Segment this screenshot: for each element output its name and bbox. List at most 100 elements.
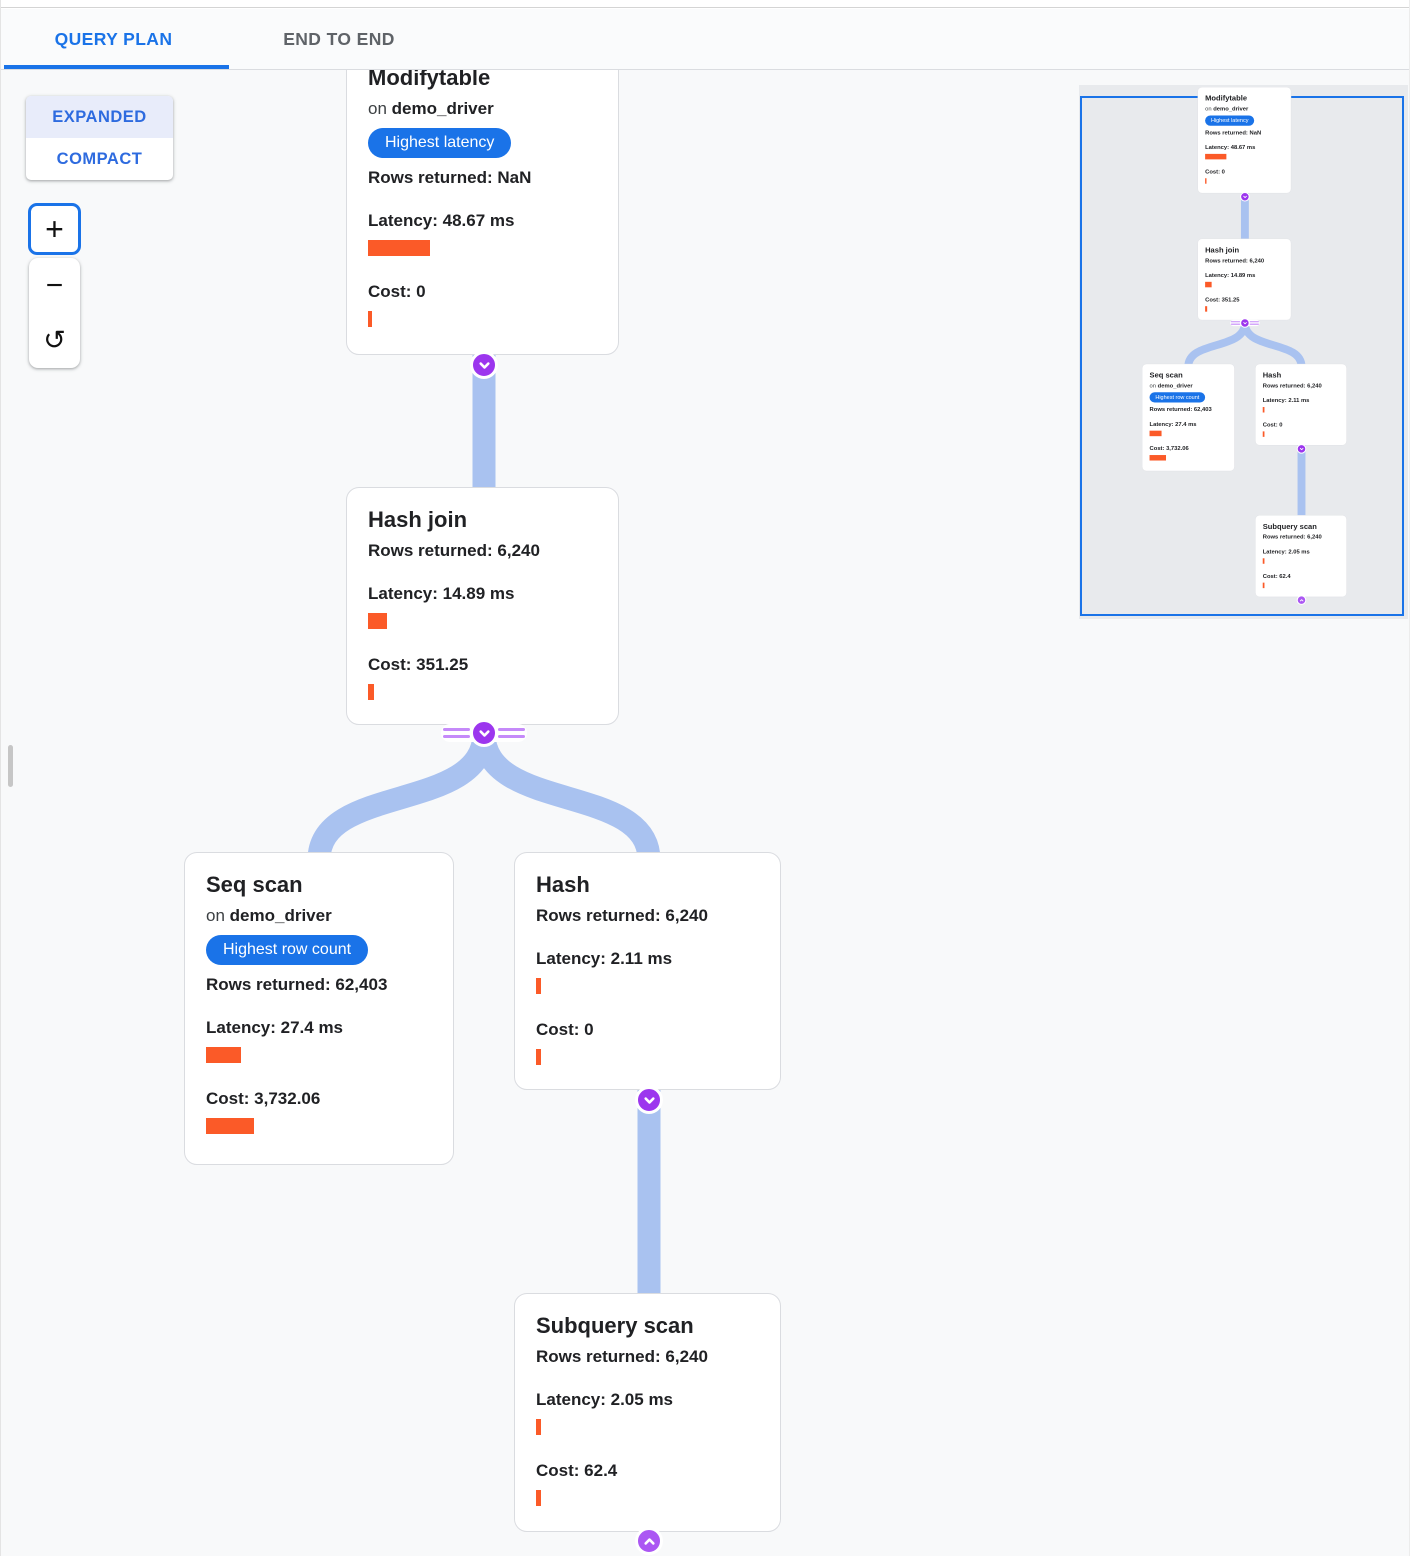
node-rows-returned: Rows returned: 6,240	[1262, 533, 1322, 541]
node-badge: Highest row count	[1149, 392, 1206, 403]
main-diagram-area: Modifytable on demo_driver Highest laten…	[184, 70, 784, 1556]
latency-bar	[1205, 153, 1227, 160]
edge-hashjoin-hash	[472, 731, 661, 862]
minimap-diagram: Modifytable on demo_driver Highest laten…	[1142, 87, 1409, 1556]
node-badge: Highest row count	[206, 935, 369, 965]
node-cost: Cost: 351.25	[368, 655, 469, 674]
collapse-node-button[interactable]	[1240, 318, 1250, 328]
chevron-down-icon	[1243, 321, 1247, 325]
node-latency: Latency: 14.89 ms	[368, 584, 515, 603]
node-rows-returned: Rows returned: 6,240	[368, 541, 540, 560]
node-title: Hash	[536, 872, 590, 897]
plan-node-hash-join[interactable]: Hash join Rows returned: 6,240 Latency: …	[346, 487, 619, 725]
node-cost: Cost: 0	[1205, 168, 1225, 175]
node-latency: Latency: 2.11 ms	[1262, 397, 1310, 404]
left-scrollbar-thumb[interactable]	[8, 745, 13, 787]
latency-bar	[1262, 407, 1265, 413]
view-mode-expanded[interactable]: EXPANDED	[26, 96, 173, 138]
cost-bar	[1262, 431, 1265, 437]
node-latency: Latency: 2.05 ms	[536, 1390, 674, 1409]
node-latency: Latency: 2.11 ms	[536, 949, 673, 968]
plan-node-subquery-scan[interactable]: Subquery scan Rows returned: 6,240 Laten…	[1255, 515, 1347, 598]
collapse-node-button[interactable]	[635, 1086, 663, 1114]
tab-bar: QUERY PLAN END TO END	[1, 9, 1409, 70]
latency-bar	[368, 240, 430, 256]
collapse-node-button[interactable]	[1296, 595, 1307, 605]
node-title: Hash	[1262, 370, 1282, 380]
zoom-in-button[interactable]: +	[28, 203, 81, 255]
plan-node-subquery-scan[interactable]: Subquery scan Rows returned: 6,240 Laten…	[514, 1293, 781, 1532]
plan-node-modifytable[interactable]: Modifytable on demo_driver Highest laten…	[1197, 87, 1292, 194]
cost-bar	[1262, 582, 1265, 589]
chevron-down-icon	[478, 361, 490, 369]
node-title: Seq scan	[206, 872, 303, 897]
cost-bar	[1149, 455, 1167, 461]
node-cost: Cost: 62.4	[1262, 572, 1291, 580]
latency-bar	[206, 1047, 241, 1063]
plan-edges	[307, 343, 661, 1303]
chevron-down-icon	[1299, 447, 1304, 450]
node-title: Hash join	[368, 507, 468, 532]
tab-query-plan[interactable]: QUERY PLAN	[54, 29, 173, 49]
collapse-node-button[interactable]	[635, 1527, 663, 1555]
node-cost: Cost: 0	[536, 1020, 594, 1039]
collapse-node-button[interactable]	[470, 719, 498, 747]
plan-node-hash-join[interactable]: Hash join Rows returned: 6,240 Latency: …	[1197, 238, 1292, 321]
tab-end-to-end[interactable]: END TO END	[283, 29, 395, 49]
node-rows-returned: Rows returned: NaN	[1205, 129, 1262, 136]
view-mode-toggle: EXPANDED COMPACT	[26, 96, 173, 180]
chevron-down-icon	[478, 729, 490, 737]
chevron-up-icon	[643, 1537, 655, 1545]
latency-bar	[536, 978, 541, 994]
cost-bar	[536, 1490, 541, 1506]
chevron-down-icon	[1243, 195, 1247, 198]
query-plan-diagram: Modifytable on demo_driver Highest laten…	[1142, 87, 1348, 607]
collapse-node-button[interactable]	[470, 351, 498, 379]
node-table-line: on demo_driver	[206, 906, 332, 925]
zoom-controls: − ↺	[29, 258, 80, 368]
node-latency: Latency: 27.4 ms	[206, 1018, 344, 1037]
chevron-up-icon	[1299, 599, 1304, 602]
collapse-node-button[interactable]	[1240, 191, 1250, 202]
minus-icon: −	[45, 268, 64, 302]
chevron-down-icon	[643, 1096, 655, 1104]
reset-icon: ↺	[43, 325, 66, 355]
cost-bar	[368, 684, 374, 700]
plan-node-modifytable[interactable]: Modifytable on demo_driver Highest laten…	[346, 70, 619, 355]
latency-bar	[1149, 430, 1162, 437]
node-rows-returned: Rows returned: 62,403	[1149, 405, 1212, 413]
node-badge: Highest latency	[1205, 115, 1255, 126]
cost-bar	[1205, 178, 1207, 184]
node-title: Hash join	[1205, 245, 1240, 255]
node-table-line: on demo_driver	[368, 99, 494, 118]
collapse-node-button[interactable]	[1296, 444, 1307, 454]
plan-node-seq-scan[interactable]: Seq scan on demo_driver Highest row coun…	[1142, 363, 1235, 472]
reset-view-button[interactable]: ↺	[29, 313, 80, 368]
node-latency: Latency: 14.89 ms	[1205, 271, 1256, 279]
node-latency: Latency: 27.4 ms	[1149, 420, 1197, 428]
node-title: Modifytable	[368, 70, 491, 90]
cost-bar	[206, 1118, 254, 1134]
node-table-line: on demo_driver	[1205, 105, 1249, 113]
node-title: Subquery scan	[1262, 521, 1317, 531]
plus-icon: +	[45, 210, 64, 247]
cost-bar	[368, 311, 372, 327]
minimap[interactable]: Modifytable on demo_driver Highest laten…	[1079, 85, 1408, 619]
view-mode-compact[interactable]: COMPACT	[56, 150, 143, 168]
node-rows-returned: Rows returned: 62,403	[206, 975, 388, 994]
top-strip	[1, 0, 1409, 8]
node-title: Seq scan	[1149, 370, 1183, 380]
node-latency: Latency: 48.67 ms	[1205, 143, 1256, 151]
plan-node-hash[interactable]: Hash Rows returned: 6,240 Latency: 2.11 …	[514, 852, 781, 1090]
plan-node-hash[interactable]: Hash Rows returned: 6,240 Latency: 2.11 …	[1255, 363, 1347, 446]
node-table-line: on demo_driver	[1149, 382, 1193, 389]
cost-bar	[1205, 306, 1208, 312]
zoom-out-button[interactable]: −	[29, 258, 80, 313]
node-cost: Cost: 62.4	[536, 1461, 618, 1480]
active-tab-underline	[4, 65, 229, 69]
plan-canvas[interactable]: Modifytable on demo_driver Highest laten…	[1, 70, 1409, 1556]
node-cost: Cost: 351.25	[1205, 296, 1240, 303]
node-title: Modifytable	[1205, 93, 1248, 103]
plan-node-seq-scan[interactable]: Seq scan on demo_driver Highest row coun…	[184, 852, 454, 1165]
